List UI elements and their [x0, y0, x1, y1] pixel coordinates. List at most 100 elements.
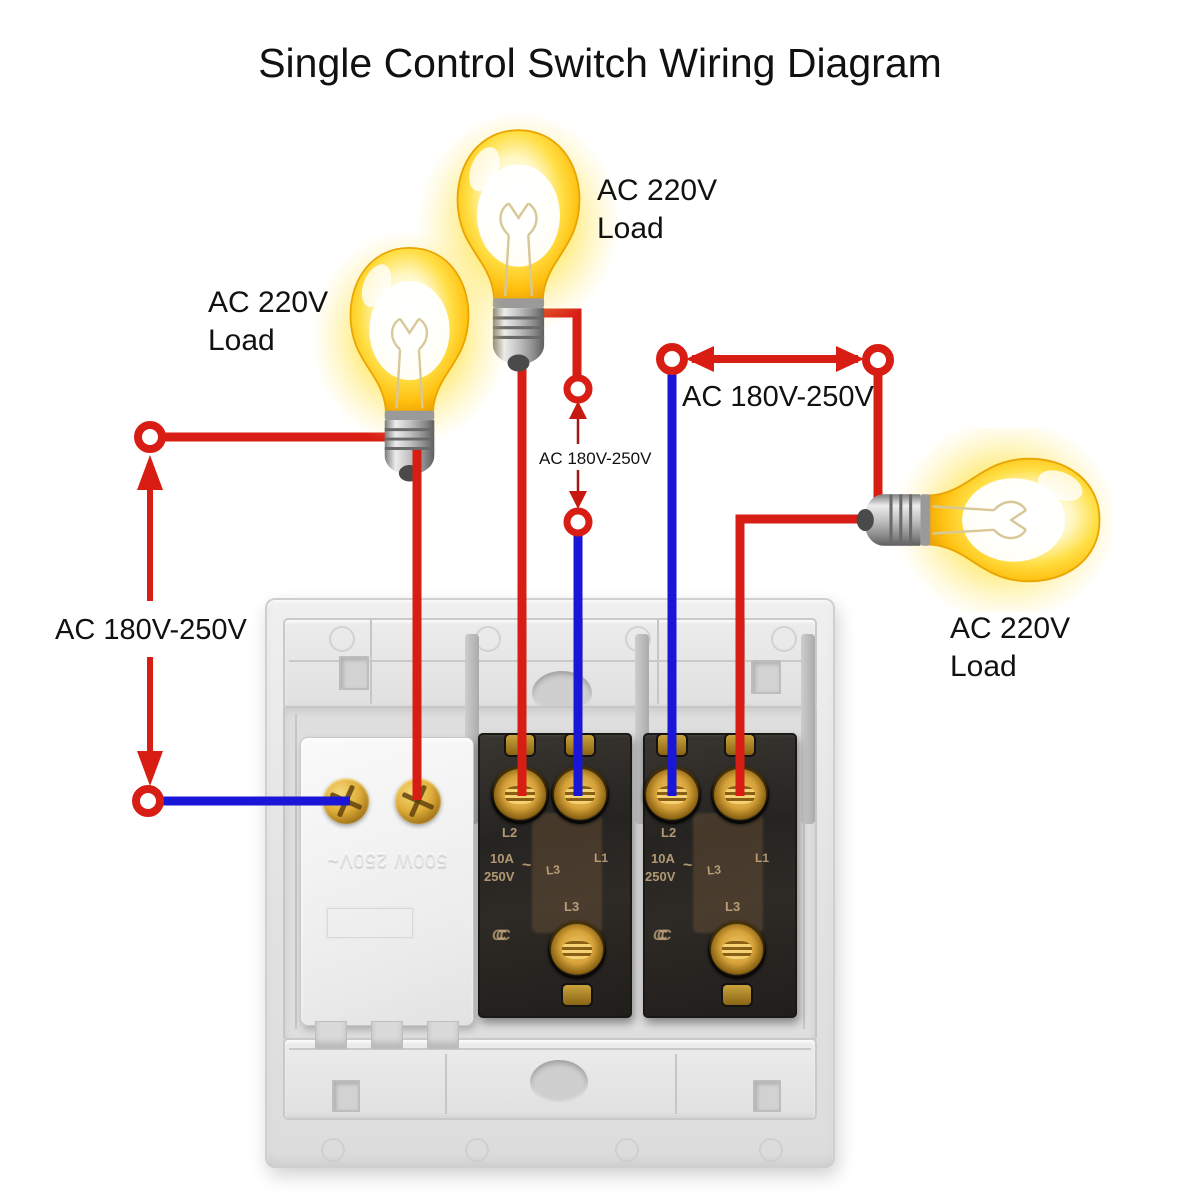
terminal-mark-l1: L1 — [594, 851, 609, 865]
terminal-mark-l3: L3 — [545, 862, 561, 878]
mold-dimple — [771, 626, 797, 652]
dimmer-rating-text: 500W 250V~ — [326, 849, 448, 870]
voltage-label-right: AC 180V-250V — [682, 381, 874, 413]
mold-dimple — [329, 626, 355, 652]
bulb1-load-line2: Load — [208, 324, 275, 357]
switch1-bottom-clamp-screw — [563, 985, 591, 1005]
arrowhead-up — [137, 455, 163, 490]
switch1-terminal-right — [551, 766, 609, 824]
plate-notch — [339, 656, 369, 690]
bulb-highlight — [1038, 470, 1083, 501]
switch-module-2: L2 L1 10A ~ 250V L3 L3 CCC — [643, 733, 797, 1018]
rating-tilde: ~ — [522, 857, 532, 874]
switch2-clamp-screw-right — [726, 735, 754, 755]
dimmer-emboss-box — [325, 906, 415, 940]
dimmer-tab — [371, 1021, 403, 1049]
rating-voltage: 250V — [645, 869, 676, 884]
molding-groove — [289, 660, 811, 662]
bulb-cap-tip — [398, 465, 421, 482]
molding-rib — [675, 1054, 677, 1114]
bulb-cap-ridges — [889, 494, 913, 546]
plate-notch — [753, 1080, 781, 1112]
dimmer-terminal-screw-right — [395, 778, 441, 824]
switch-module-1: L2 L1 10A ~ 250V L3 L3 CCC — [478, 733, 632, 1018]
bulb3-load-line2: Load — [950, 650, 1017, 683]
plate-notch — [332, 1080, 360, 1112]
switch2-bottom-clamp-screw — [723, 985, 751, 1005]
switch1-terminal-bottom — [548, 921, 606, 979]
bulb1-load-label: AC 220V Load — [208, 284, 328, 360]
terminal-ring-live-right — [862, 344, 894, 376]
mounting-hole-bottom — [530, 1060, 588, 1104]
mold-dimple — [759, 1138, 783, 1162]
molding-rib — [370, 620, 372, 704]
dimmer-terminal-screw-left — [323, 778, 369, 824]
terminal-mark-l3: L3 — [706, 862, 722, 878]
molding-rib — [657, 620, 659, 704]
dimmer-tab — [315, 1021, 347, 1049]
bulb2-load-line1: AC 220V — [597, 174, 718, 207]
diagram-title: Single Control Switch Wiring Diagram — [258, 40, 942, 86]
mold-dimple — [321, 1138, 345, 1162]
light-bulb-3 — [854, 416, 1120, 624]
bulb-cap-collar — [492, 298, 545, 309]
arrowhead-down — [137, 751, 163, 786]
bulb-cap-collar — [384, 410, 435, 421]
rating-current: 10A — [651, 851, 675, 866]
terminal-mark-l3-lower: L3 — [725, 899, 741, 914]
molding-rib — [445, 1054, 447, 1114]
mold-dimple — [465, 1138, 489, 1162]
arrowhead-right — [836, 346, 864, 372]
bulb-filament — [390, 317, 429, 409]
bulb2-load-line2: Load — [597, 212, 664, 245]
terminal-mark-l2: L2 — [502, 825, 518, 840]
molding-groove — [289, 1048, 811, 1050]
rating-tilde: ~ — [683, 857, 693, 874]
plate-notch — [751, 660, 781, 694]
voltage-label-left: AC 180V-250V — [55, 614, 247, 646]
switch1-terminal-left — [491, 766, 549, 824]
arrowhead-down-small — [569, 491, 587, 509]
terminal-ring-neutral-middle — [563, 507, 593, 537]
switch1-clamp-screw-right — [566, 735, 594, 755]
bulb2-load-label: AC 220V Load — [597, 172, 717, 248]
molding-rib — [743, 620, 745, 704]
terminal-mark-l3-lower: L3 — [564, 899, 580, 914]
bulb-cap-tip — [856, 508, 874, 532]
switch1-clamp-screw-left — [506, 735, 534, 755]
bulb3-load-label: AC 220V Load — [950, 610, 1070, 686]
switch-wall-plate: 500W 250V~ L2 L1 10A ~ 250V L3 — [265, 598, 835, 1168]
bulb-highlight — [469, 147, 500, 192]
frame-rib — [803, 714, 805, 1029]
bulb-highlight — [361, 264, 392, 308]
switch2-terminal-right — [711, 766, 769, 824]
bulb3-load-line1: AC 220V — [950, 612, 1071, 645]
bulb-cap-tip — [507, 354, 530, 372]
arrowhead-left — [686, 346, 714, 372]
switch2-clamp-screw-left — [658, 735, 686, 755]
rating-voltage: 250V — [484, 869, 515, 884]
terminal-ring-neutral-right — [656, 343, 688, 375]
terminal-mark-l2: L2 — [661, 825, 677, 840]
voltage-label-middle: AC 180V-250V — [539, 449, 652, 468]
bulb-hotspot — [962, 478, 1066, 562]
ccc-cert-mark: CCC — [651, 927, 666, 944]
switch2-terminal-bottom — [708, 921, 766, 979]
bulb-cap-collar — [920, 494, 931, 546]
bulb1-load-line1: AC 220V — [208, 286, 329, 319]
switch-body-patch — [693, 813, 763, 933]
terminal-ring-live-left — [134, 421, 166, 453]
switch-body-patch — [532, 813, 602, 933]
terminal-ring-live-middle — [563, 374, 593, 404]
rating-current: 10A — [490, 851, 514, 866]
bulb-filament — [932, 500, 1027, 540]
ccc-cert-mark: CCC — [490, 927, 505, 944]
frame-rib — [295, 714, 297, 1029]
dimmer-module: 500W 250V~ — [300, 737, 474, 1049]
bulb-hotspot — [369, 280, 450, 381]
mold-dimple — [615, 1138, 639, 1162]
arrowhead-up-small — [569, 401, 587, 419]
switch2-terminal-left — [643, 766, 701, 824]
switch2-side-clip-right — [801, 634, 815, 824]
